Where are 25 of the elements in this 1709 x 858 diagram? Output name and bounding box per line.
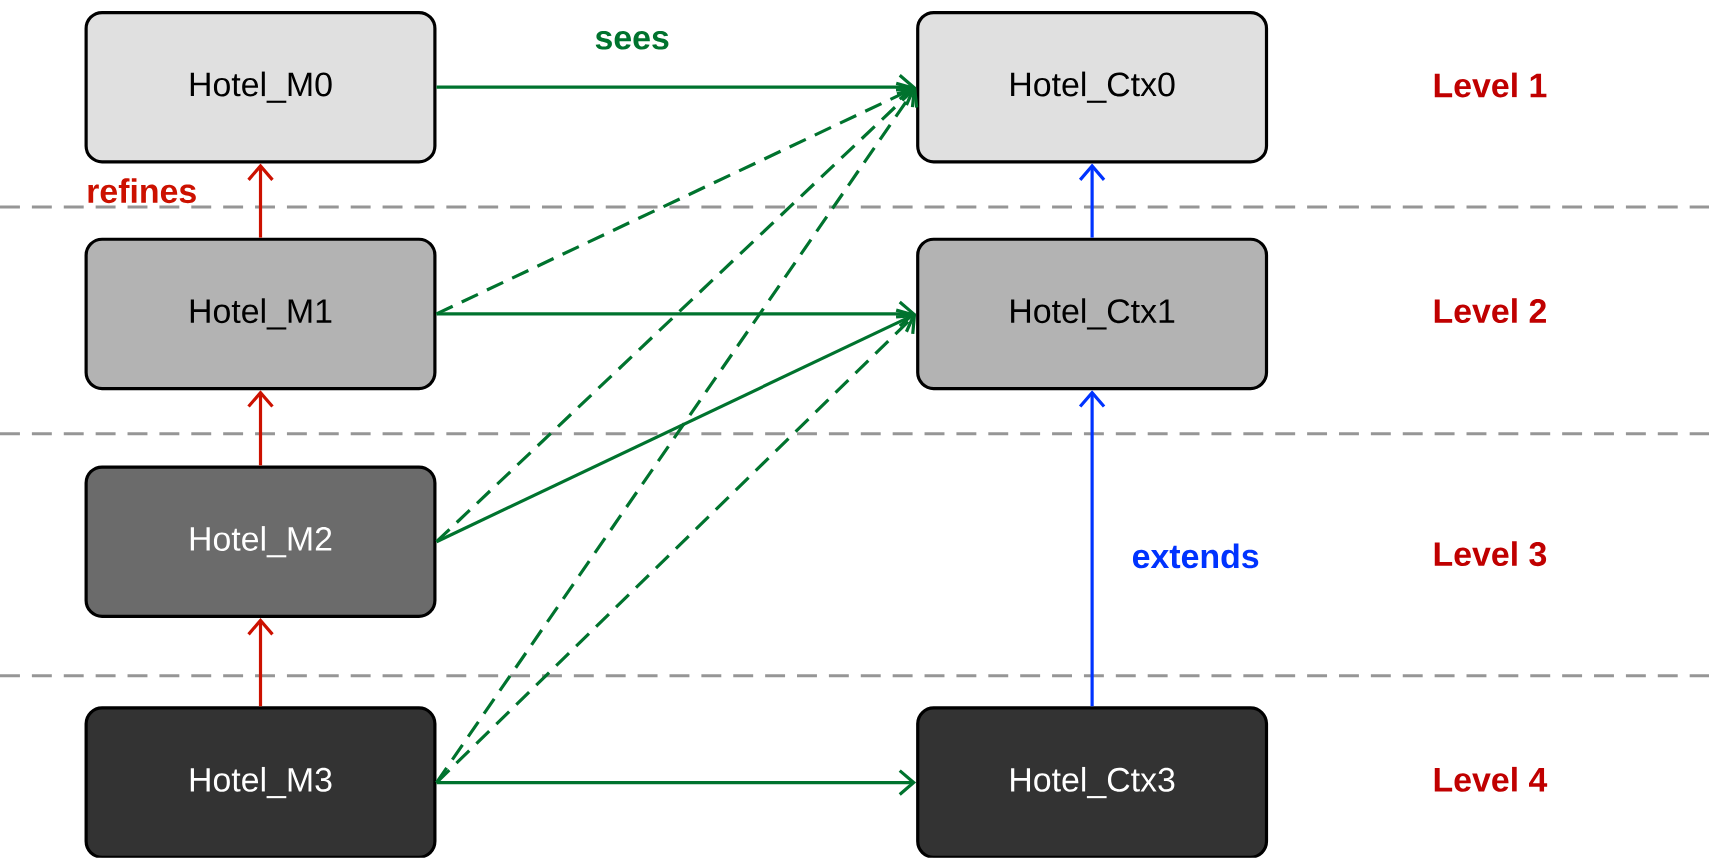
level-label: Level 1: [1434, 72, 1547, 98]
edge-label: sees: [595, 31, 669, 50]
level-label: Level 4: [1434, 767, 1548, 792]
edge-label: extends: [1132, 543, 1259, 569]
arrow: [247, 390, 274, 466]
process-box: Hotel_Ctx1: [916, 237, 1269, 391]
process-box: Hotel_M3: [84, 706, 437, 858]
process-box: Hotel_M1: [84, 237, 437, 391]
process-box: Hotel_Ctx3: [916, 706, 1269, 858]
process-box: Hotel_M0: [84, 11, 437, 164]
arrow: [435, 314, 917, 784]
edge-label: refines: [88, 178, 196, 204]
arrow: [435, 87, 917, 543]
arrow: [1078, 163, 1106, 238]
arrow: [247, 163, 274, 238]
level-label: Level 3: [1434, 541, 1547, 567]
process-box: Hotel_M2: [84, 465, 437, 619]
arrow: [1078, 390, 1106, 707]
process-box: Hotel_Ctx0: [916, 11, 1269, 164]
level-label: Level 2: [1434, 298, 1546, 324]
arrow: [436, 74, 917, 101]
arrow: [436, 769, 917, 796]
arrow: [435, 308, 917, 544]
arrow: [436, 300, 917, 328]
arrow: [247, 618, 274, 707]
